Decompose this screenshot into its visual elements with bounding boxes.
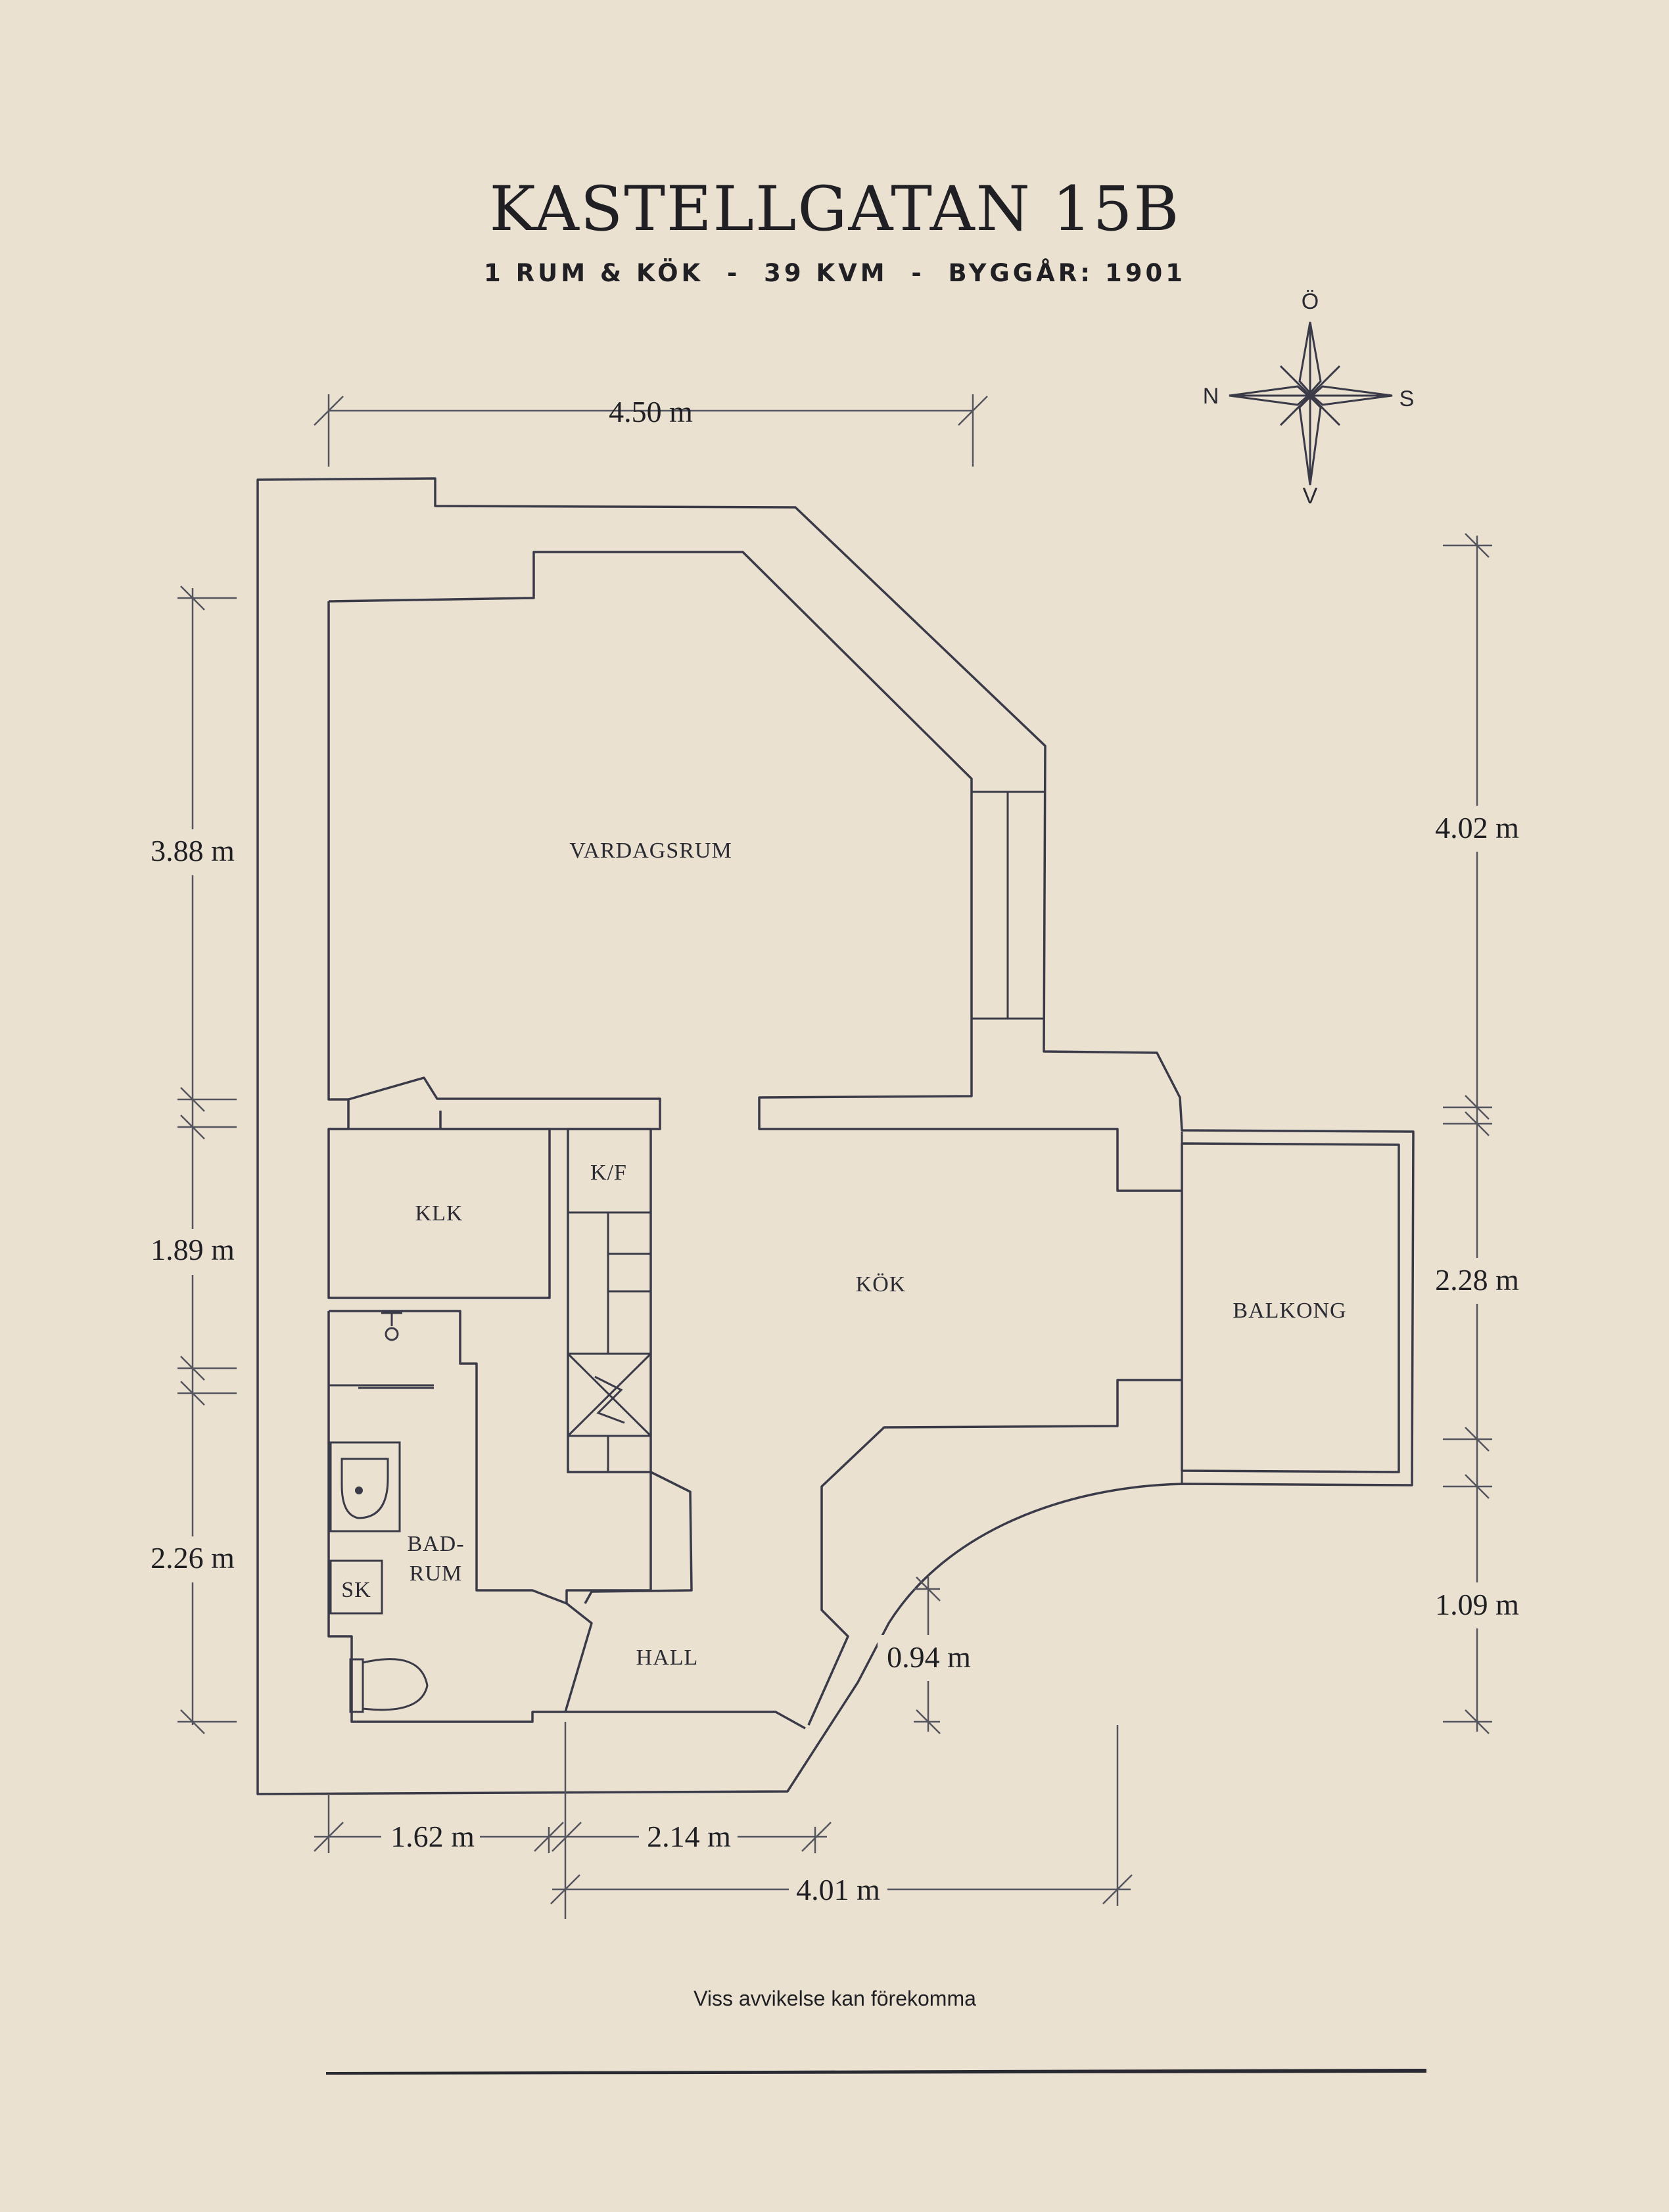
- room-label-klk: KLK: [415, 1201, 463, 1226]
- compass-label-top: Ö: [1302, 289, 1319, 314]
- living-room-left-wall: [327, 601, 350, 1130]
- door-swing: [807, 1636, 849, 1726]
- outer-wall: [256, 477, 1415, 1795]
- living-room-wall: [328, 551, 1182, 1192]
- room-label-badrum-1: BAD-: [407, 1532, 464, 1556]
- dim-left-lower: 2.26 m: [151, 1541, 235, 1575]
- hall-wall: [564, 1602, 806, 1730]
- dim-right-upper: 4.02 m: [1435, 811, 1519, 844]
- compass-label-right: S: [1399, 386, 1415, 411]
- stove-icon: [567, 1352, 652, 1437]
- footer-divider: [326, 2069, 1426, 2075]
- dim-bottom-total: 4.01 m: [796, 1873, 880, 1906]
- compass-label-bottom: V: [1303, 484, 1318, 509]
- dimension-top: 4.50 m: [314, 394, 988, 467]
- page-title: KASTELLGATAN 15B: [490, 173, 1181, 245]
- bathroom-left-wall: [327, 1311, 565, 1723]
- dim-bottom-mid: 2.14 m: [647, 1820, 731, 1853]
- dim-right-lower: 1.09 m: [1435, 1588, 1519, 1621]
- shower-icon: [381, 1312, 402, 1341]
- dimension-left: 3.88 m 1.89 m 2.26 m: [139, 586, 245, 1734]
- dim-door-arc: 0.94 m: [887, 1640, 971, 1674]
- room-label-balkong: BALKONG: [1233, 1299, 1346, 1323]
- sink-icon: [329, 1441, 401, 1532]
- dim-left-upper: 3.88 m: [151, 834, 235, 867]
- dim-top-width: 4.50 m: [609, 395, 693, 428]
- closet-sk: [329, 1559, 383, 1615]
- dim-bottom-left: 1.62 m: [390, 1820, 475, 1853]
- kitchen-lower-wall: [807, 1379, 1182, 1726]
- room-label-sk: SK: [341, 1578, 371, 1602]
- room-label-hall: HALL: [636, 1646, 699, 1670]
- dimension-bottom: 1.62 m 2.14 m 4.01 m: [314, 1722, 1133, 1919]
- compass-rose: Ö N S V: [1203, 289, 1415, 509]
- page-subtitle: 1 RUM & KÖK - 39 KVM - BYGGÅR: 1901: [484, 258, 1186, 287]
- room-label-kf: K/F: [590, 1161, 627, 1185]
- closet-klk: [327, 1128, 551, 1299]
- room-label-badrum-2: RUM: [410, 1561, 462, 1586]
- room-label-kok: KÖK: [856, 1272, 906, 1297]
- bathroom-wall: [329, 1310, 693, 1605]
- dimension-right: 4.02 m 2.28 m 1.09 m: [1423, 533, 1532, 1734]
- toilet-icon: [349, 1658, 429, 1713]
- compass-label-left: N: [1203, 384, 1219, 409]
- dim-left-middle: 1.89 m: [151, 1233, 235, 1266]
- closet-top-wall: [348, 1076, 661, 1130]
- window: [972, 791, 1044, 1020]
- dim-right-middle: 2.28 m: [1435, 1263, 1519, 1297]
- disclaimer-note: Viss avvikelse kan förekomma: [693, 1987, 976, 2010]
- room-label-vardagsrum: VARDAGSRUM: [569, 839, 732, 863]
- dimension-door: 0.94 m: [878, 1577, 983, 1734]
